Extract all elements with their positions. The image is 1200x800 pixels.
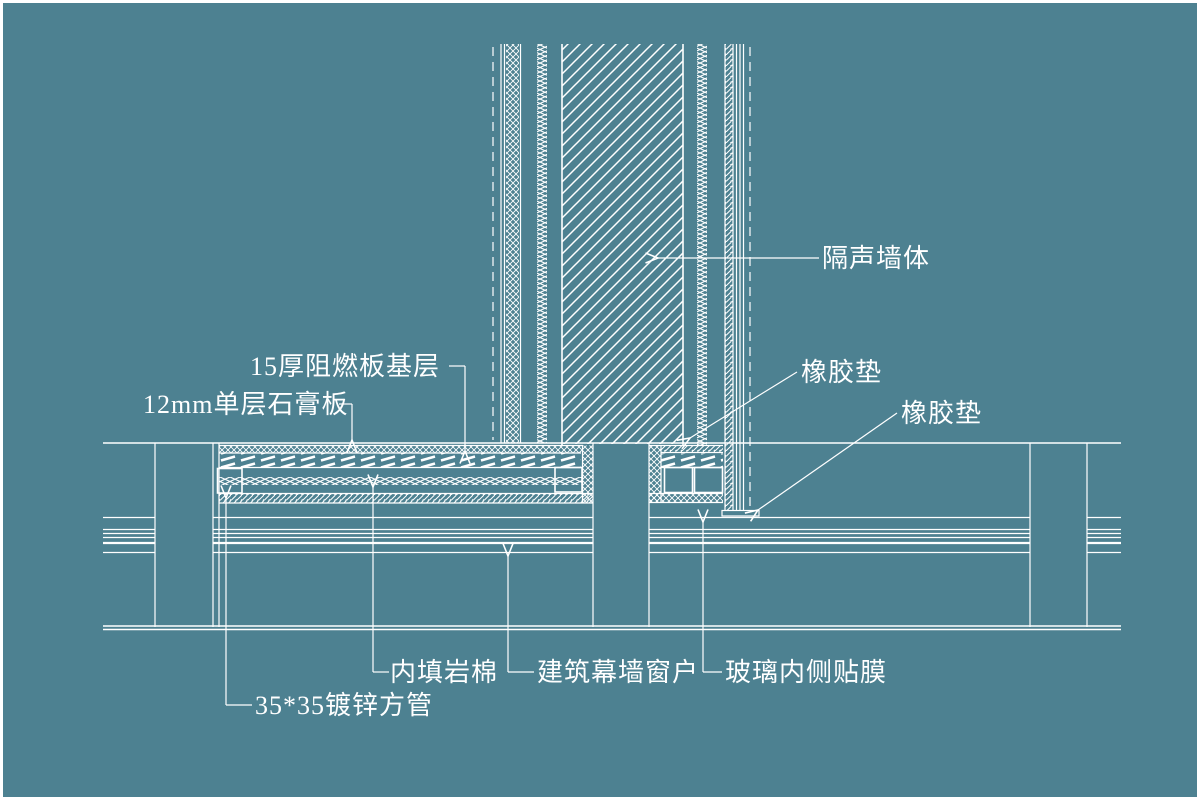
assembly-end-cap — [582, 445, 593, 503]
fire-board-layer — [219, 453, 581, 467]
label-sound-wall: 隔声墙体 — [822, 244, 930, 273]
wall-left-insulation-strip — [537, 44, 547, 443]
frame-fire-board — [661, 453, 723, 467]
ceiling-assembly-left — [212, 443, 593, 627]
sound-wall-section — [492, 44, 760, 517]
leader-rubber-pad-lower — [758, 412, 898, 510]
frame-end-cap — [649, 445, 661, 503]
frame-top-board — [661, 445, 723, 453]
frame-bottom-board — [649, 494, 723, 503]
label-rubber-pad-upper: 橡胶垫 — [801, 358, 882, 387]
leader-rubber-pad-upper — [690, 371, 798, 438]
window-mullions — [154, 443, 1088, 627]
label-glass-film: 玻璃内侧贴膜 — [725, 658, 887, 687]
frame-tube-section-1 — [663, 466, 694, 494]
sill-bottom-lines — [103, 625, 1121, 631]
label-rubber-pad-lower: 橡胶垫 — [901, 399, 982, 428]
label-fire-board: 15厚阻燃板基层 — [250, 352, 440, 381]
wall-left-board-hatch — [506, 44, 519, 443]
label-gypsum-board: 12mm单层石膏板 — [143, 390, 348, 419]
label-steel-tube: 35*35镀锌方管 — [255, 691, 433, 720]
gypsum-board-layer — [219, 446, 583, 453]
leader-lines — [226, 258, 898, 706]
frame-tube-section-2 — [693, 466, 724, 494]
glazing-lines — [103, 516, 1121, 554]
label-curtain-window: 建筑幕墙窗户 — [537, 658, 699, 687]
wall-right-insulation-strip — [697, 44, 707, 445]
annotation-labels: 隔声墙体 15厚阻燃板基层 12mm单层石膏板 橡胶垫 橡胶垫 内填岩棉 建筑幕… — [143, 244, 982, 720]
rock-wool-row — [219, 477, 582, 485]
wall-core-hatch — [562, 44, 683, 444]
label-rock-wool: 内填岩棉 — [390, 658, 498, 687]
bottom-board-layer — [219, 494, 593, 503]
window-frame-assembly-right — [649, 444, 724, 504]
wall-right-board-hatch — [725, 44, 733, 511]
